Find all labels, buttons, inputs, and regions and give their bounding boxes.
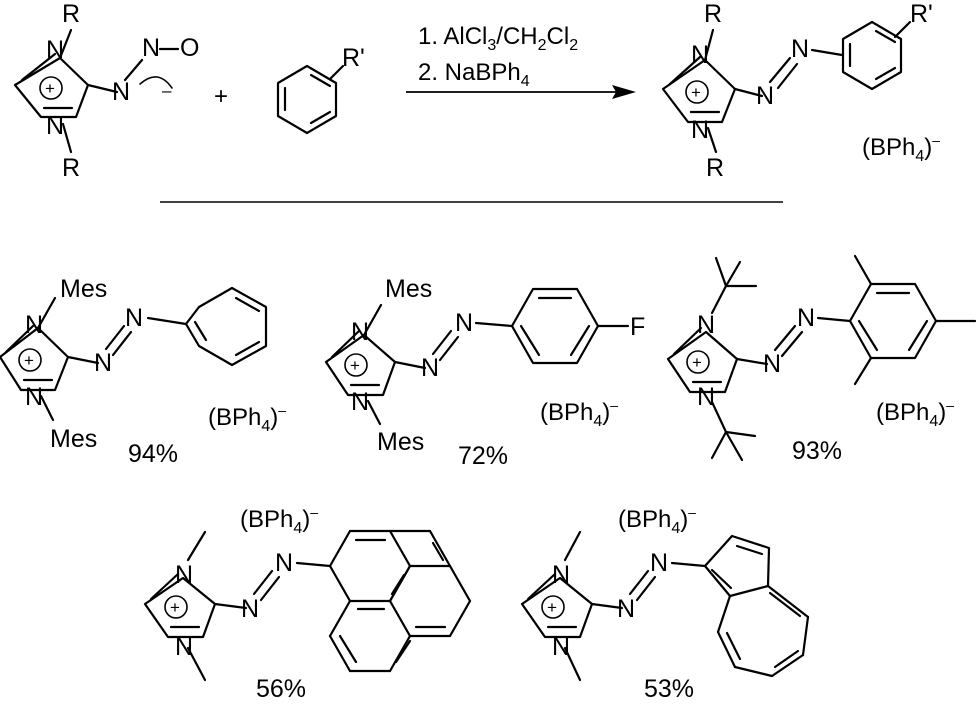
- atom-O: O: [180, 34, 199, 62]
- r-substituent-bottom: R: [62, 154, 80, 182]
- p3-atom-azo-N2: N: [797, 304, 815, 332]
- p2-mes-bottom: Mes: [377, 428, 424, 456]
- p1-mes-top: Mes: [60, 275, 107, 303]
- arene-substituent: R': [342, 44, 365, 72]
- atom-Na: N: [112, 78, 130, 106]
- p5-yield: 53%: [644, 675, 694, 703]
- p2-atom-N3: N: [351, 388, 369, 416]
- p3-atom-N1: N: [697, 311, 715, 339]
- p5-atom-azo-N2: N: [650, 549, 668, 577]
- atom-N3-product: N: [691, 116, 709, 144]
- product-3: + N N N N (BPh4)– 93%: [666, 254, 977, 465]
- p3-cation-charge: +: [692, 353, 702, 372]
- p3-yield: 93%: [792, 437, 842, 465]
- p4-yield: 56%: [256, 675, 306, 703]
- p2-fluorine: F: [630, 313, 645, 341]
- r-substituent-top: R: [62, 0, 80, 28]
- p4-counterion: (BPh4)–: [240, 504, 318, 537]
- p1-cation-charge: +: [24, 351, 34, 370]
- p5-cation-charge: +: [547, 598, 557, 617]
- atom-N3: N: [46, 112, 64, 140]
- p3-counterion: (BPh4)–: [876, 397, 954, 430]
- reaction-conditions: 1. AlCl3/CH2Cl2 2. NaBPh4: [418, 23, 578, 90]
- product-arene-substituent: R': [910, 0, 933, 28]
- p3-atom-N3: N: [697, 383, 715, 411]
- reactant-diazeniumolate: + N N R R N N O –: [13, 0, 199, 182]
- product-4: + N N N N (BPh4)– 56%: [143, 504, 472, 703]
- p1-atom-azo-N2: N: [125, 304, 143, 332]
- p4-atom-N3: N: [175, 633, 193, 661]
- p1-atom-azo-N1: N: [94, 349, 112, 377]
- p5-counterion: (BPh4)–: [618, 504, 696, 537]
- p4-atom-azo-N2: N: [275, 549, 293, 577]
- atom-azo-N2: N: [791, 35, 809, 63]
- cation-charge-product: +: [691, 83, 701, 102]
- p2-yield: 72%: [458, 442, 508, 470]
- atom-N1-product: N: [691, 41, 709, 69]
- p1-counterion: (BPh4)–: [208, 402, 286, 435]
- anion-charge: –: [162, 81, 172, 100]
- p1-atom-N3: N: [25, 383, 43, 411]
- p1-yield: 94%: [128, 440, 178, 468]
- p2-atom-azo-N2: N: [455, 309, 473, 337]
- p5-atom-azo-N1: N: [617, 595, 635, 623]
- p2-cation-charge: +: [350, 356, 360, 375]
- p2-mes-top: Mes: [385, 275, 432, 303]
- p2-counterion: (BPh4)–: [540, 397, 618, 430]
- plus-sign: +: [214, 83, 228, 110]
- p4-atom-N1: N: [175, 561, 193, 589]
- condition-step2: 2. NaBPh4: [418, 59, 530, 90]
- atom-azo-N1: N: [756, 82, 774, 110]
- arrow-head: [612, 85, 636, 99]
- p4-cation-charge: +: [170, 598, 180, 617]
- product-2: + N N Mes Mes N N F (BPh4)– 72%: [324, 275, 645, 470]
- cation-charge: +: [45, 79, 55, 98]
- arene-reactant: R': [276, 44, 365, 135]
- product-general: + N N R R N N R' (BPh4)–: [661, 0, 940, 182]
- p5-atom-N1: N: [552, 561, 570, 589]
- p2-atom-N1: N: [351, 318, 369, 346]
- p1-mes-bottom: Mes: [50, 425, 97, 453]
- counterion-top: (BPh4)–: [862, 132, 940, 165]
- atom-N1: N: [46, 36, 64, 64]
- p5-atom-N3: N: [552, 633, 570, 661]
- p3-atom-azo-N1: N: [763, 350, 781, 378]
- r-substituent-product-top: R: [704, 0, 722, 28]
- product-5: + N N N N (BPh4)– 53%: [520, 504, 810, 703]
- r-substituent-product-bottom: R: [706, 154, 724, 182]
- condition-step1: 1. AlCl3/CH2Cl2: [418, 23, 578, 54]
- p2-atom-azo-N1: N: [421, 354, 439, 382]
- atom-Nb: N: [142, 34, 160, 62]
- p1-atom-N1: N: [25, 311, 43, 339]
- p4-atom-azo-N1: N: [241, 595, 259, 623]
- product-1: + N N Mes Mes N N (BPh4)– 94%: [0, 275, 286, 468]
